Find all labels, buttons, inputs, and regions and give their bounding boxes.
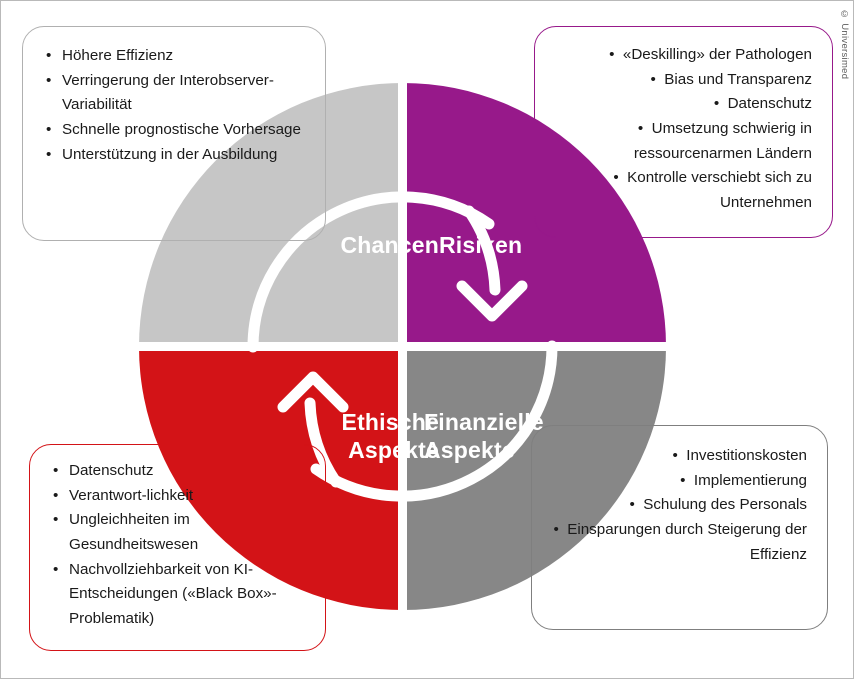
bullet-item: • Einsparungen durch Steigerung der Effi… bbox=[546, 518, 807, 567]
bullet-item: • Umsetzung schwierig in ressourcenarmen… bbox=[549, 117, 812, 166]
bullet-icon: • bbox=[53, 462, 59, 479]
bullet-icon: • bbox=[46, 120, 52, 138]
bullet-icon: • bbox=[713, 95, 728, 113]
bullet-text: Einsparungen durch Steigerung der Effizi… bbox=[567, 520, 807, 563]
bullet-item: • Kontrolle verschiebt sich zu Unternehm… bbox=[549, 166, 812, 215]
bullet-text: Unterstützung in der Ausbildung bbox=[62, 145, 278, 163]
bullet-item: • Investitionskosten bbox=[546, 444, 808, 469]
bullet-icon: • bbox=[609, 46, 623, 63]
bullet-item: • Nachvollziehbarkeit von KI-Entscheidung… bbox=[50, 558, 311, 632]
bullet-icon: • bbox=[613, 169, 628, 187]
callout-risiken[interactable]: • «Deskilling» der Pathologen• Bias und … bbox=[534, 26, 833, 238]
callout-risiken-list: • «Deskilling» der Pathologen• Bias und … bbox=[535, 27, 832, 215]
bullet-item: • Datenschutz bbox=[549, 92, 812, 117]
bullet-item: • Schnelle prognostische Vorhersage bbox=[43, 118, 311, 143]
copyright-notice: © Universimed bbox=[839, 9, 850, 80]
bullet-text: Schulung des Personals bbox=[643, 496, 807, 514]
bullet-item: • Höhere Effizienz bbox=[43, 44, 311, 69]
bullet-item: • «Deskilling» der Pathologen bbox=[549, 43, 812, 68]
bullet-text: Bias und Transparenz bbox=[664, 70, 812, 88]
bullet-icon: • bbox=[53, 560, 59, 578]
callout-chancen[interactable]: • Höhere Effizienz • Verringerung der Inter… bbox=[22, 26, 326, 241]
bullet-icon: • bbox=[46, 145, 52, 163]
bullet-text: Höhere Effizienz bbox=[62, 47, 174, 64]
bullet-item: • Verantwort-lichkeit bbox=[50, 484, 311, 509]
bullet-text: Investitionskosten bbox=[686, 447, 807, 464]
bullet-text: Kontrolle verschiebt sich zu Unternehmen bbox=[627, 169, 812, 211]
bullet-icon: • bbox=[680, 471, 694, 489]
bullet-icon: • bbox=[553, 520, 568, 538]
bullet-icon: • bbox=[46, 71, 52, 89]
bullet-text: «Deskilling» der Pathologen bbox=[622, 46, 812, 63]
bullet-icon: • bbox=[46, 47, 52, 64]
bullet-text: Datenschutz bbox=[69, 462, 154, 479]
bullet-icon: • bbox=[629, 496, 644, 514]
bullet-item: • Ungleichheiten im Gesundheitswesen bbox=[50, 508, 311, 557]
callout-finanzielle-list: • Investitionskosten• Implementierung• S… bbox=[532, 426, 827, 567]
bullet-item: • Unterstützung in der Ausbildung bbox=[43, 143, 311, 168]
bullet-text: Umsetzung schwierig in ressourcenarmen L… bbox=[633, 119, 812, 162]
bullet-item: • Implementierung bbox=[546, 469, 807, 494]
bullet-item: • Schulung des Personals bbox=[546, 493, 807, 518]
bullet-text: Implementierung bbox=[693, 471, 807, 489]
bullet-text: Verantwort-lichkeit bbox=[69, 486, 194, 504]
bullet-icon: • bbox=[53, 486, 59, 504]
bullet-text: Nachvollziehbarkeit von KI-Entscheidunge… bbox=[69, 560, 277, 627]
bullet-icon: • bbox=[650, 70, 665, 88]
callout-ethische-list: • Datenschutz • Verantwort-lichkeit • Ungleic… bbox=[30, 445, 325, 631]
bullet-text: Verringerung der Interobserver-Variabili… bbox=[62, 71, 274, 114]
callout-ethische[interactable]: • Datenschutz • Verantwort-lichkeit • Ungleic… bbox=[29, 444, 326, 651]
bullet-item: • Verringerung der Interobserver-Variabil… bbox=[43, 69, 311, 118]
bullet-text: Ungleichheiten im Gesundheitswesen bbox=[69, 511, 199, 553]
bullet-icon: • bbox=[53, 511, 59, 529]
bullet-item: • Datenschutz bbox=[50, 459, 311, 484]
bullet-icon: • bbox=[637, 119, 652, 137]
bullet-icon: • bbox=[672, 447, 687, 464]
wheel-horizontal-gap bbox=[137, 342, 668, 351]
bullet-item: • Bias und Transparenz bbox=[549, 68, 812, 93]
callout-finanzielle[interactable]: • Investitionskosten• Implementierung• S… bbox=[531, 425, 828, 630]
callout-chancen-list: • Höhere Effizienz • Verringerung der Inter… bbox=[23, 27, 325, 167]
bullet-text: Schnelle prognostische Vorhersage bbox=[62, 120, 301, 138]
bullet-text: Datenschutz bbox=[727, 95, 812, 113]
